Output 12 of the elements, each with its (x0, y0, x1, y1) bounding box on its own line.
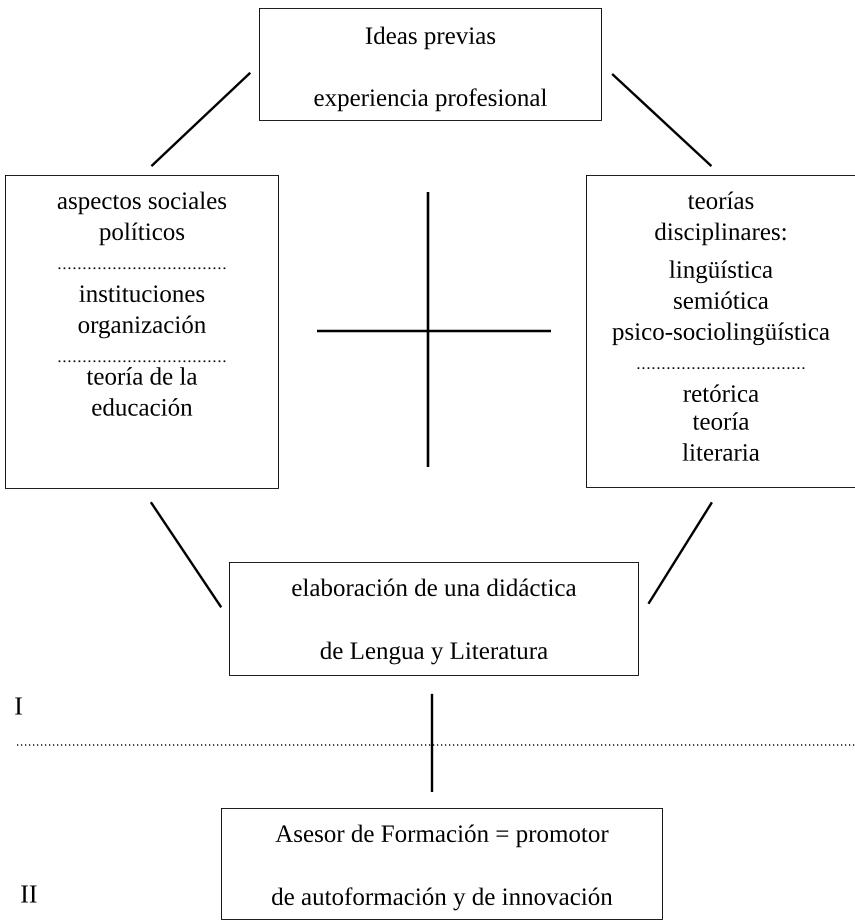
text-box: Ideas previas experiencia profesional (259, 8, 602, 121)
section-label: I (15, 698, 22, 715)
section-label: II (21, 886, 37, 903)
connector-line (150, 502, 222, 608)
connector-line (647, 502, 713, 604)
text-box: elaboración de una didáctica de Lengua y Literatura (229, 562, 639, 676)
text-box: aspectos sociales políticos instituciones organización teoría de la educación (5, 175, 279, 489)
text-box: teorías disciplinares: lingüística semiótica psico-sociolingüística retórica teoría literaria (586, 175, 855, 488)
connector-line (150, 72, 252, 167)
connector-line (611, 73, 712, 168)
text-box: Asesor de Formación = promotor de autoformación y de innovación (221, 808, 663, 920)
connector-line (430, 694, 434, 792)
